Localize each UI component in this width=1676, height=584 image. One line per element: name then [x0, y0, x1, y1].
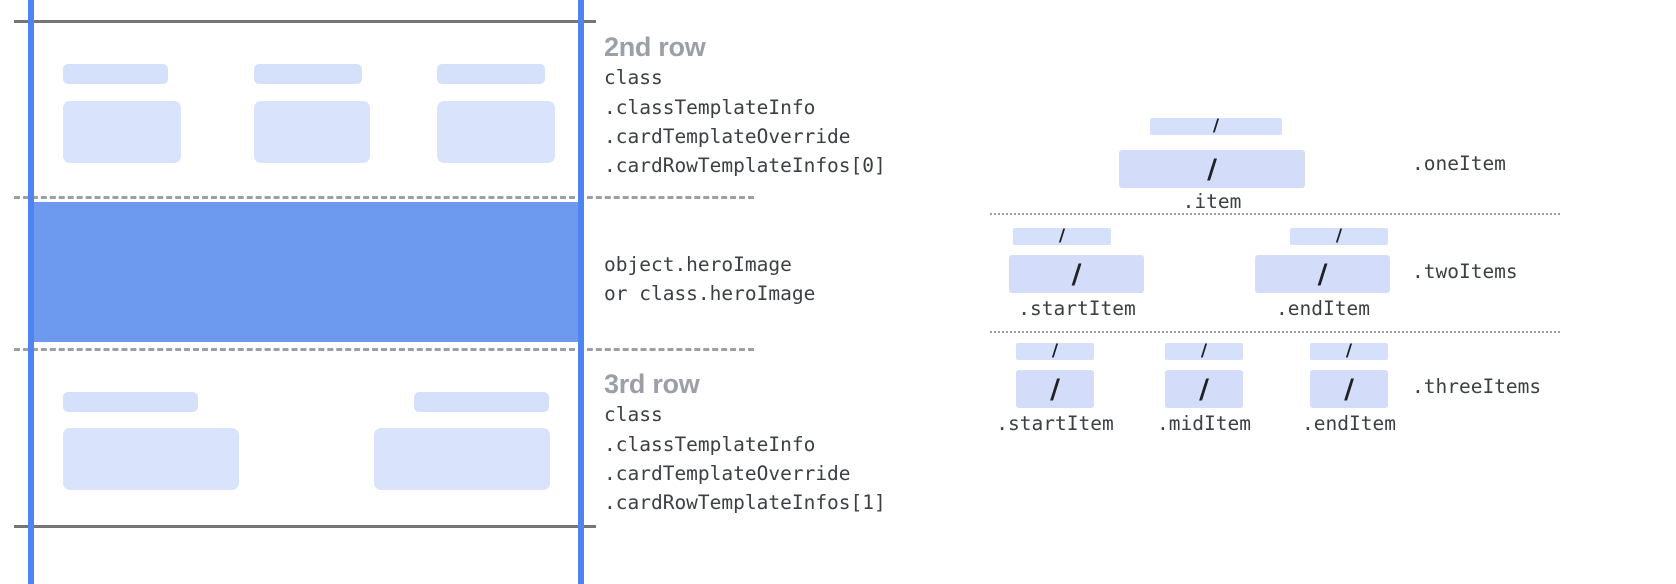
slash-icon: /	[1050, 373, 1060, 405]
card-guide-line-right	[578, 0, 584, 584]
placeholder-label-bar	[63, 392, 198, 412]
item-slot-main-box: /	[1009, 255, 1144, 293]
item-slot-sublabel: .endItem	[1302, 412, 1396, 435]
card-template-diagram	[0, 0, 754, 584]
slash-icon: /	[1071, 258, 1082, 290]
slash-icon: /	[1051, 341, 1059, 361]
placeholder-value-box	[63, 428, 239, 490]
annotation-3rd-row: 3rd row class .classTemplateInfo .cardTe…	[604, 369, 886, 517]
row-divider-upper	[14, 196, 754, 199]
item-group-side-label: .oneItem	[1412, 152, 1506, 175]
placeholder-label-bar	[414, 392, 549, 412]
placeholder-value-box	[374, 428, 550, 490]
item-slot-top-bar: /	[1150, 118, 1282, 135]
item-slot-main-box: /	[1310, 370, 1388, 408]
slash-icon: /	[1212, 116, 1220, 136]
item-slot-main-box: /	[1165, 370, 1243, 408]
item-slot-sublabel: .item	[1182, 190, 1242, 213]
item-group-separator-1	[990, 213, 1560, 215]
slash-icon: /	[1199, 373, 1209, 405]
item-slot-main-box: /	[1119, 150, 1305, 188]
item-slot-top-bar: /	[1165, 343, 1243, 360]
slash-icon: /	[1344, 373, 1354, 405]
placeholder-value-box	[254, 101, 370, 163]
item-slot-sublabel: .startItem	[1018, 297, 1136, 320]
card-guide-line-left	[28, 0, 34, 584]
item-group-side-label: .twoItems	[1412, 260, 1518, 283]
annotation-2nd-row-title: 2nd row	[604, 32, 706, 62]
slash-icon: /	[1200, 341, 1208, 361]
item-slot-top-bar: /	[1310, 343, 1388, 360]
item-group-side-label: .threeItems	[1412, 375, 1542, 398]
annotation-3rd-row-code: class .classTemplateInfo .cardTemplateOv…	[604, 403, 886, 515]
item-slot-top-bar: /	[1013, 228, 1111, 245]
item-slot-sublabel: .endItem	[1276, 297, 1370, 320]
placeholder-value-box	[437, 101, 555, 163]
annotation-hero-image: object.heroImage or class.heroImage	[604, 250, 815, 309]
card-bottom-rule	[14, 525, 596, 528]
item-slot-sublabel: .startItem	[996, 412, 1114, 435]
slash-icon: /	[1317, 258, 1328, 290]
card-annotations: 2nd row class .classTemplateInfo .cardTe…	[604, 0, 1004, 584]
item-slot-main-box: /	[1016, 370, 1094, 408]
row-divider-lower	[14, 348, 754, 351]
placeholder-value-box	[63, 101, 181, 163]
item-layout-diagram: / / .item .oneItem / / .startItem	[960, 0, 1676, 584]
card-top-rule	[14, 20, 596, 23]
slash-icon: /	[1207, 153, 1217, 185]
placeholder-label-bar	[437, 64, 545, 84]
annotation-2nd-row-code: class .classTemplateInfo .cardTemplateOv…	[604, 66, 886, 178]
placeholder-label-bar	[254, 64, 362, 84]
annotation-2nd-row: 2nd row class .classTemplateInfo .cardTe…	[604, 32, 886, 180]
item-slot-top-bar: /	[1290, 228, 1388, 245]
hero-image-band	[31, 202, 582, 342]
item-group-separator-2	[990, 331, 1560, 333]
item-slot-sublabel: .midItem	[1157, 412, 1251, 435]
annotation-3rd-row-title: 3rd row	[604, 369, 700, 399]
annotation-hero-image-code: object.heroImage or class.heroImage	[604, 253, 816, 306]
slash-icon: /	[1335, 226, 1343, 246]
item-slot-main-box: /	[1255, 255, 1390, 293]
item-slot-top-bar: /	[1016, 343, 1094, 360]
slash-icon: /	[1345, 341, 1353, 361]
card-row-2nd	[31, 23, 582, 195]
placeholder-label-bar	[63, 64, 168, 84]
slash-icon: /	[1058, 226, 1066, 246]
card-row-3rd	[31, 352, 582, 524]
